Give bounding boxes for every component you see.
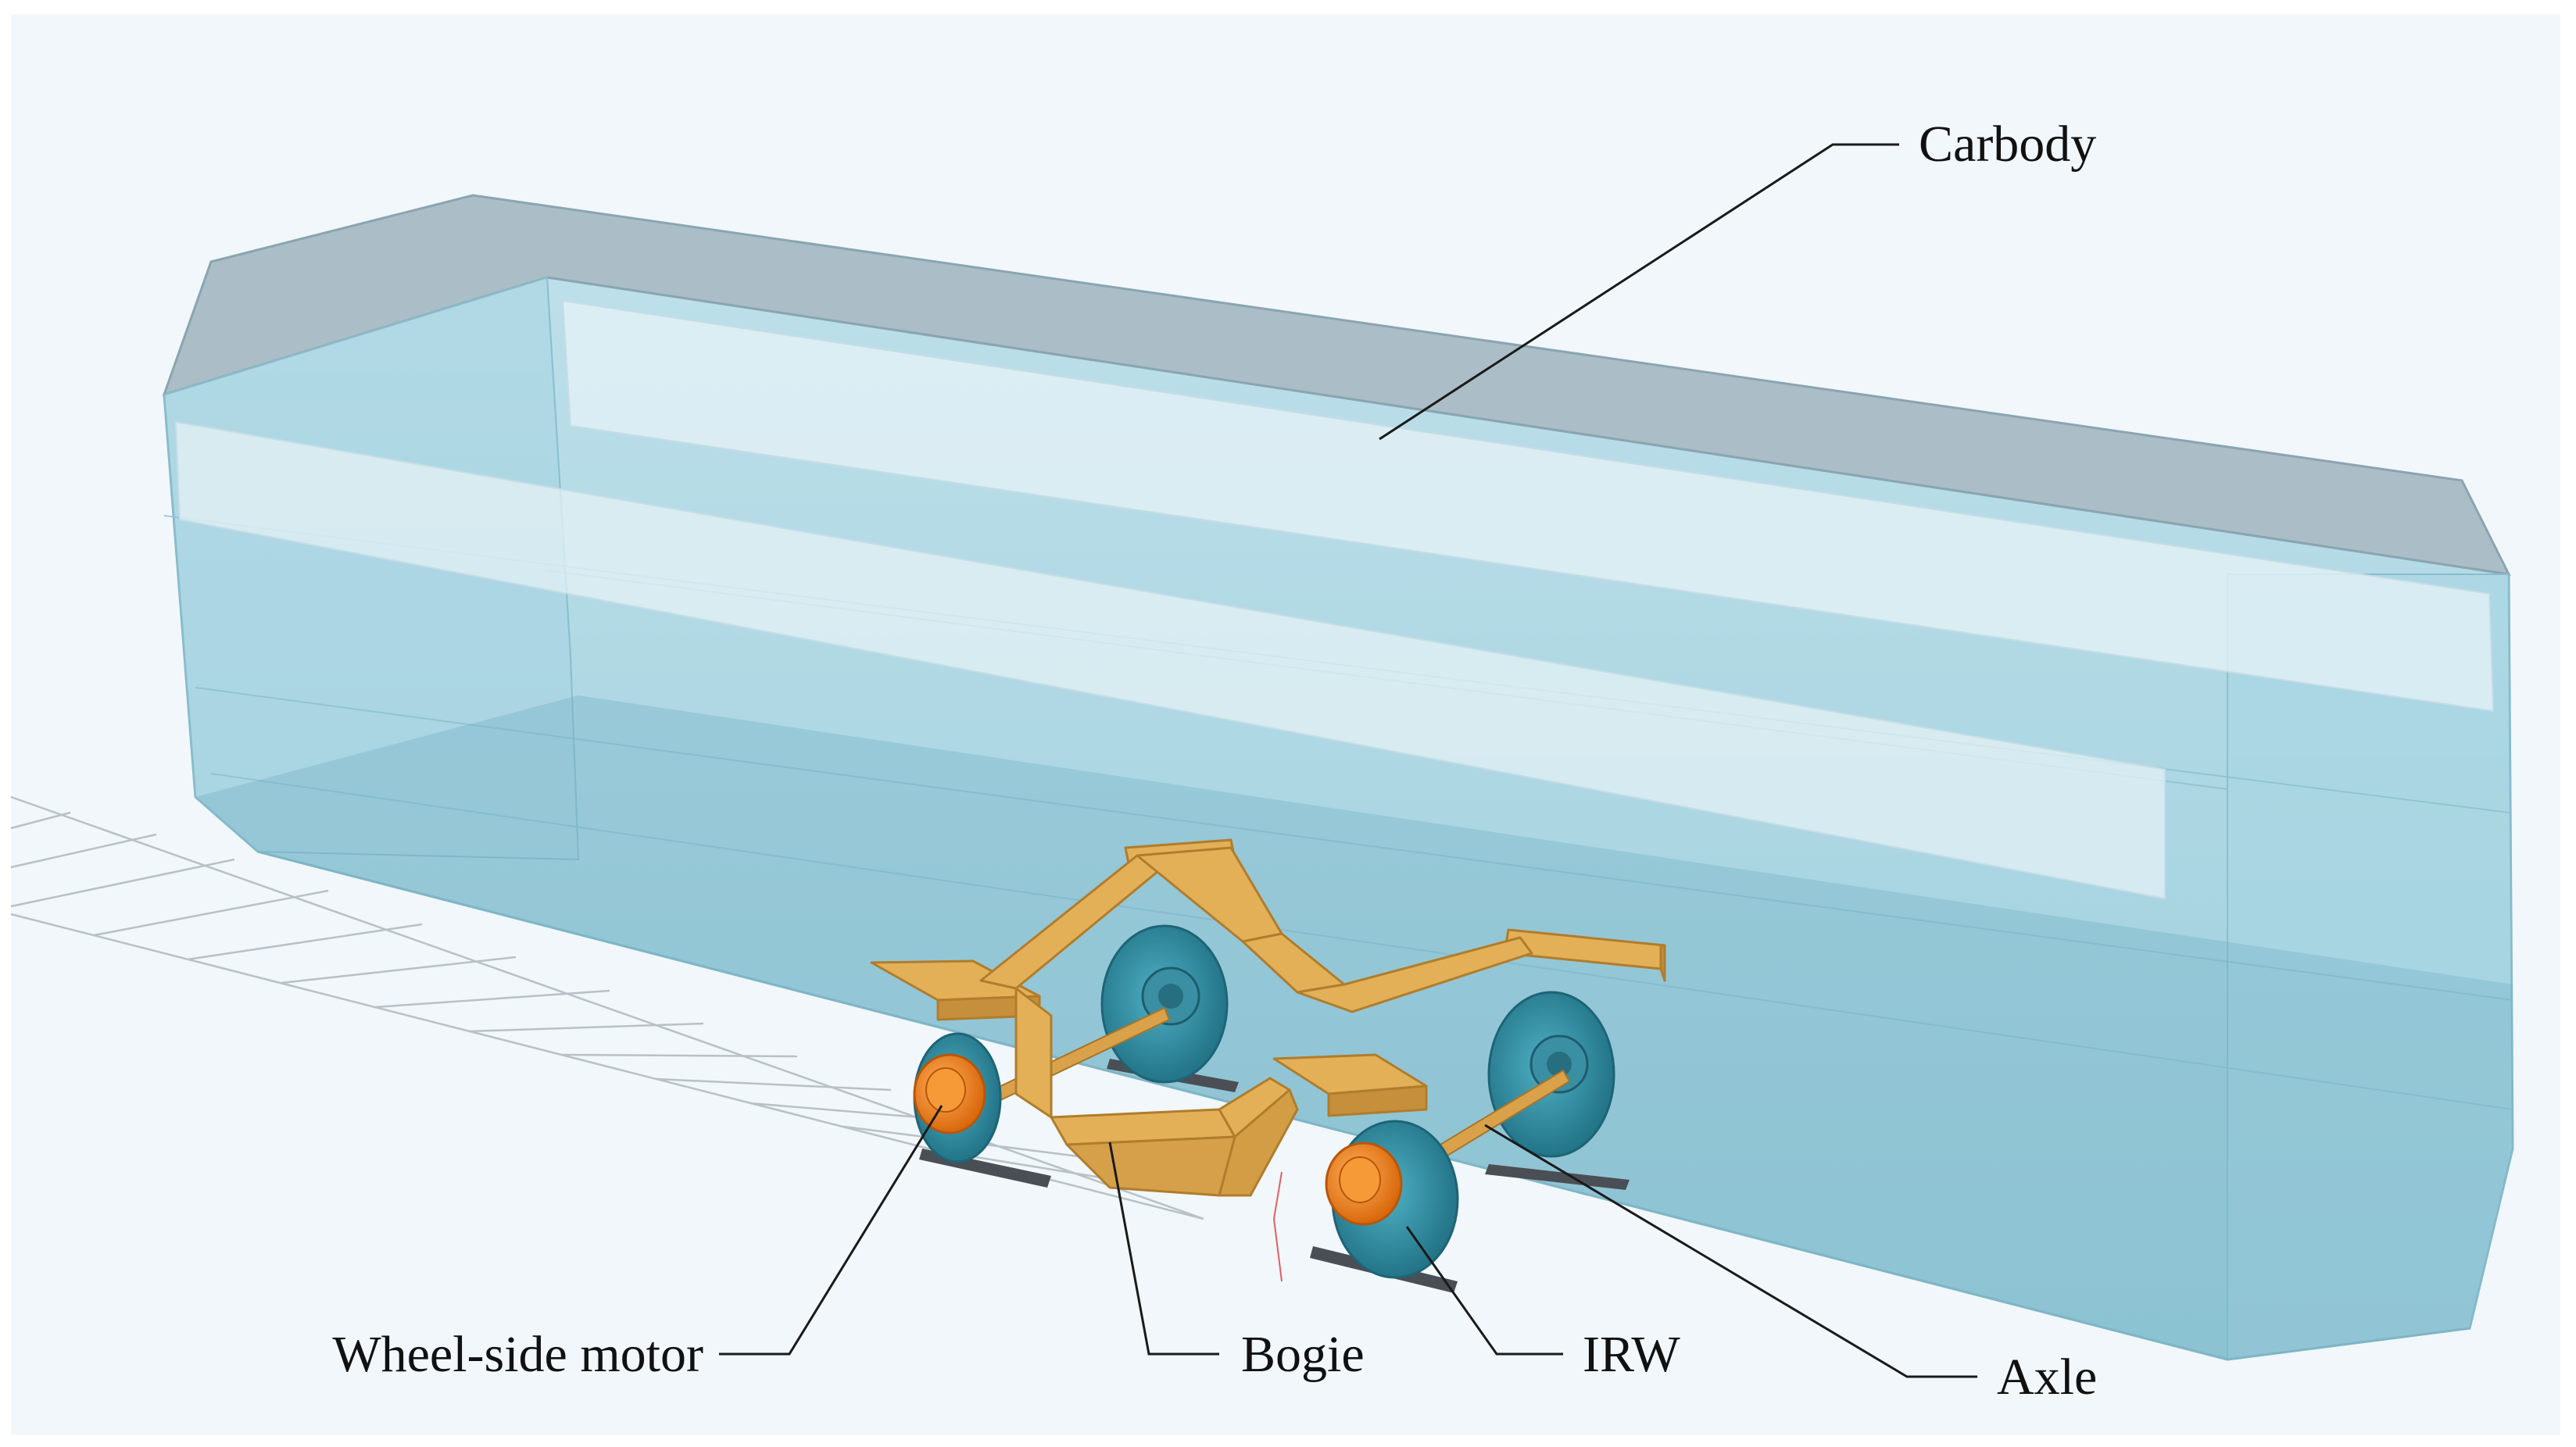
label-wheel-side-motor: Wheel-side motor — [332, 1326, 703, 1383]
label-irw: IRW — [1583, 1326, 1680, 1383]
lower-window-band — [174, 420, 2166, 900]
rear-left-wheel — [1100, 924, 1229, 1084]
wheel-side-motor — [913, 1053, 986, 1134]
bogie-assembly — [870, 838, 1666, 1293]
rear-right-wheel — [1487, 991, 1615, 1158]
leader-lines — [719, 143, 1977, 1378]
upper-window-band — [561, 299, 2495, 713]
track-grid — [10, 795, 1204, 1220]
marker-line — [1272, 1171, 1283, 1282]
label-carbody: Carbody — [1919, 116, 2096, 173]
carbody — [162, 194, 2514, 1361]
label-bogie: Bogie — [1241, 1326, 1365, 1383]
label-axle: Axle — [1997, 1349, 2097, 1406]
bogie-frame — [870, 838, 1666, 1197]
wheel-side-motor-right — [1325, 1142, 1403, 1226]
